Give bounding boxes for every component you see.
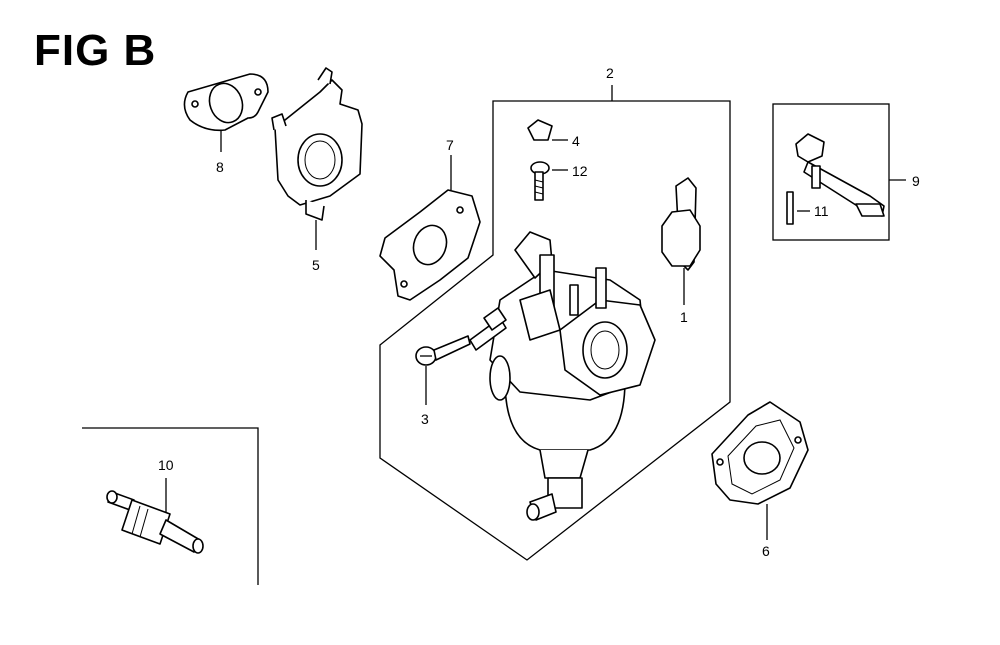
part-3-screw <box>415 335 471 405</box>
part-1-gasket <box>661 177 701 305</box>
callout-label: 10 <box>158 457 174 473</box>
callout-label: 7 <box>446 137 454 153</box>
part-5-insulator <box>271 67 363 250</box>
lever-group-box <box>772 103 890 241</box>
callout-label: 8 <box>216 159 224 175</box>
part-6-gasket <box>711 401 809 540</box>
callout-label: 2 <box>606 65 614 81</box>
part-9-lever <box>795 133 885 217</box>
callout-label: 5 <box>312 257 320 273</box>
part-2-carburetor <box>469 231 656 521</box>
figure-title: FIG B <box>34 26 157 75</box>
part-12-screw <box>530 161 568 201</box>
callout-label: 1 <box>680 309 688 325</box>
part-8-gasket <box>183 73 269 152</box>
part-7-gasket <box>379 155 481 301</box>
callout-label: 11 <box>814 203 829 219</box>
callout-label: 3 <box>421 411 429 427</box>
part-10-filter <box>106 478 204 554</box>
part-11-pin <box>786 191 810 225</box>
part-4-clip <box>527 119 568 141</box>
callout-label: 12 <box>572 163 588 179</box>
callout-label: 9 <box>912 173 920 189</box>
assembly-bracket <box>379 100 731 561</box>
callout-label: 6 <box>762 543 770 559</box>
callout-label: 4 <box>572 133 580 149</box>
filter-group-frame <box>82 427 259 585</box>
